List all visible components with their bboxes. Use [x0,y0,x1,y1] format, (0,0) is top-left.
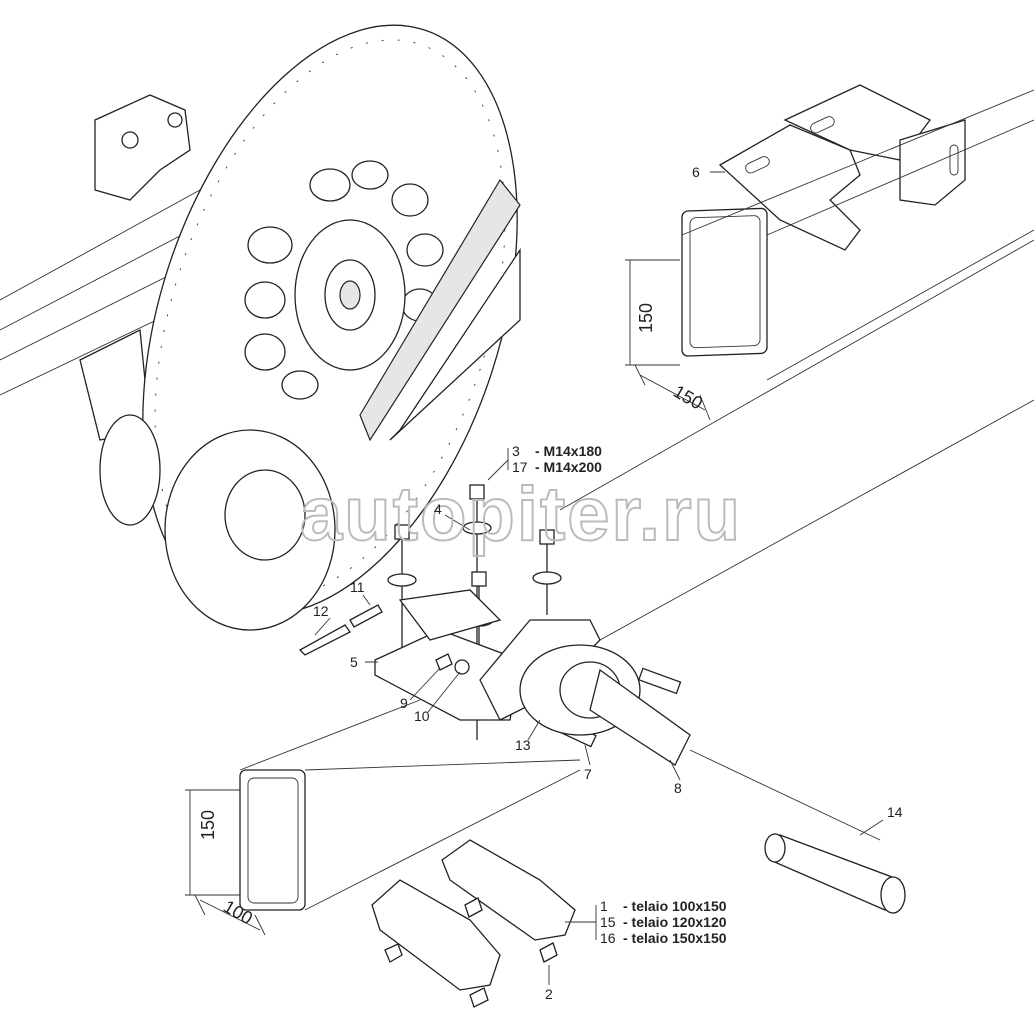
u-clamps [371,839,576,1008]
dim-top-width: 150 [670,381,706,413]
label-15: 15 [600,914,616,930]
pipe-14 [764,833,906,914]
frame-tube-top [625,89,1034,421]
label-4: 4 [434,501,442,517]
label-5: 5 [350,654,358,670]
watermark: autopiter.ru [300,472,742,557]
dim-top-height: 150 [636,303,656,333]
label-16-spec: - telaio 150x150 [623,930,727,946]
label-17-spec: - M14x200 [535,459,602,475]
plate-5 [298,589,521,721]
label-14: 14 [887,804,903,820]
label-10: 10 [414,708,430,724]
label-7: 7 [584,766,592,782]
bracket-6 [718,84,966,251]
brush-strip [359,178,521,442]
label-17: 17 [512,459,528,475]
flange-bearing [479,619,881,841]
dim-bottom-height: 150 [198,810,218,840]
label-2: 2 [545,986,553,1002]
label-1-spec: - telaio 100x150 [623,898,727,914]
label-9: 9 [400,695,408,711]
label-1: 1 [600,898,608,914]
label-11: 11 [350,579,365,595]
main-frame-tubes [0,189,1034,641]
label-15-spec: - telaio 120x120 [623,914,727,930]
label-3-spec: - M14x180 [535,443,602,459]
label-6: 6 [692,164,700,180]
frame-tube-bottom [185,699,581,936]
part-labels: 6 3 - M14x180 17 - M14x200 4 11 12 5 9 1… [313,164,903,1002]
label-13: 13 [515,737,531,753]
label-8: 8 [674,780,682,796]
rotor-hub [244,160,444,400]
leader-lines [314,171,884,985]
label-12: 12 [313,603,329,619]
rotor-disc [99,24,521,631]
label-3: 3 [512,443,520,459]
label-16: 16 [600,930,616,946]
